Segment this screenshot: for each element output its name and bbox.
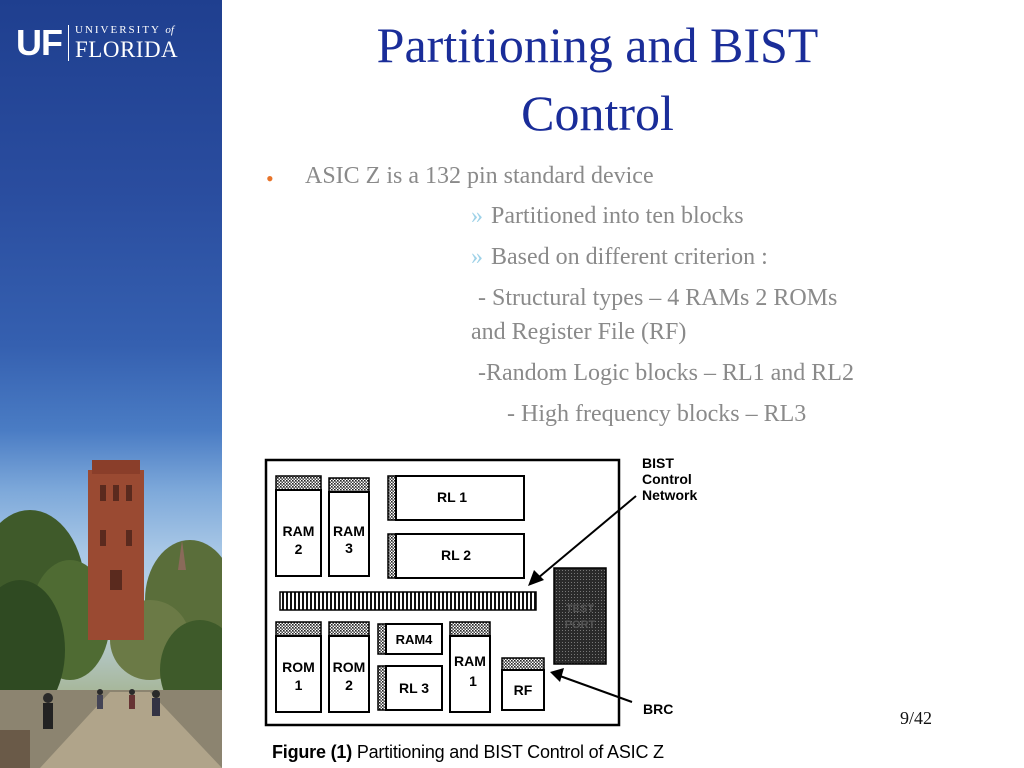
- title-line-1: Partitioning and BIST: [376, 17, 819, 73]
- block-ram1: RAM 1: [449, 621, 491, 713]
- sub-item-1: »Partitioned into ten blocks: [471, 203, 744, 229]
- logo-text: UNIVERSITY of FLORIDA: [75, 24, 179, 62]
- svg-text:1: 1: [295, 677, 303, 693]
- sub-item-2: »Based on different criterion :: [471, 244, 768, 270]
- svg-text:RL 1: RL 1: [437, 489, 467, 505]
- logo-florida: FLORIDA: [75, 37, 179, 62]
- block-rl3: RL 3: [377, 665, 443, 711]
- label-control: Control: [642, 471, 692, 487]
- svg-text:RAM: RAM: [333, 523, 365, 539]
- page-number: 9/42: [900, 708, 933, 728]
- svg-text:RF: RF: [514, 682, 533, 698]
- block-test-port: TEST PORT: [553, 567, 607, 665]
- label-bist: BIST: [642, 455, 674, 471]
- campus-photo: [0, 460, 222, 768]
- block-rom2: ROM 2: [328, 621, 370, 713]
- bullet-marker: •: [266, 166, 274, 191]
- svg-text:RAM4: RAM4: [396, 632, 434, 647]
- bullet-main: ASIC Z is a 132 pin standard device: [305, 163, 654, 189]
- svg-text:RL 2: RL 2: [441, 547, 471, 563]
- svg-text:RAM: RAM: [283, 523, 315, 539]
- svg-text:3: 3: [345, 540, 353, 556]
- label-network: Network: [642, 487, 697, 503]
- svg-text:2: 2: [295, 541, 303, 557]
- svg-text:RAM: RAM: [454, 653, 486, 669]
- brc-arrow: [550, 668, 633, 703]
- svg-text:TEST: TEST: [566, 603, 594, 615]
- svg-text:2: 2: [345, 677, 353, 693]
- detail-line-4: - High frequency blocks – RL3: [507, 401, 807, 427]
- caption-text: Partitioning and BIST Control of ASIC Z: [352, 742, 664, 762]
- block-ram2: RAM 2: [275, 475, 322, 577]
- logo-separator: [68, 25, 69, 61]
- detail-line-2: and Register File (RF): [471, 319, 687, 345]
- logo-university: UNIVERSITY of: [75, 24, 174, 36]
- svg-text:ROM: ROM: [282, 659, 315, 675]
- detail-line-3: -Random Logic blocks – RL1 and RL2: [472, 360, 854, 386]
- svg-text:PORT: PORT: [565, 619, 596, 631]
- slide-title: Partitioning and BIST Control: [300, 12, 895, 147]
- logo-uf: UF: [16, 22, 63, 63]
- block-rf: RF: [501, 657, 545, 711]
- sidebar-banner: UF UNIVERSITY of FLORIDA: [0, 0, 222, 768]
- block-rl1: RL 1: [387, 475, 525, 521]
- block-rl2: RL 2: [387, 533, 525, 579]
- uf-logo: UF UNIVERSITY of FLORIDA: [16, 22, 178, 64]
- bist-arrow: [528, 495, 637, 586]
- caption-label: Figure (1): [272, 742, 353, 762]
- partitioning-figure: RAM 2 RAM 3 RL 1 RL 2 TEST PORT ROM 1 RO…: [264, 455, 697, 727]
- figure-caption: Figure (1) Partitioning and BIST Control…: [272, 742, 664, 763]
- svg-text:RL 3: RL 3: [399, 680, 429, 696]
- svg-text:ROM: ROM: [333, 659, 366, 675]
- sub-marker: »: [471, 244, 483, 270]
- label-brc: BRC: [643, 701, 673, 717]
- title-line-2: Control: [521, 84, 674, 141]
- block-ram3: RAM 3: [328, 477, 370, 577]
- bist-control-bus: [279, 591, 537, 611]
- svg-text:1: 1: [469, 673, 477, 689]
- block-rom1: ROM 1: [275, 621, 322, 713]
- sub-marker: »: [471, 203, 483, 229]
- detail-line-1: - Structural types – 4 RAMs 2 ROMs: [472, 285, 838, 311]
- block-ram4: RAM4: [377, 623, 443, 655]
